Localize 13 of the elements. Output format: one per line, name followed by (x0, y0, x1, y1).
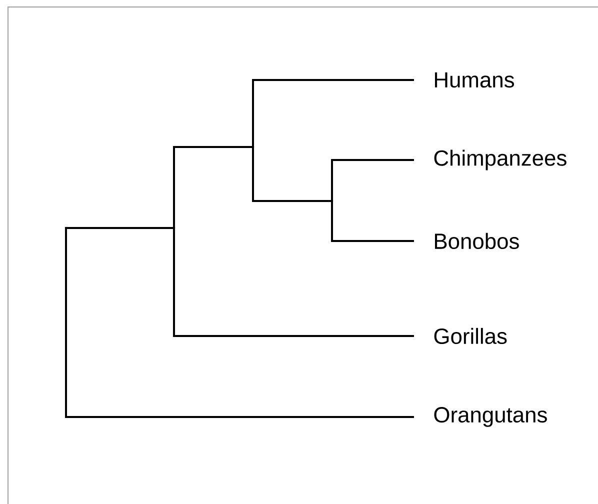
tree-branch (331, 158, 414, 202)
tree-branch (173, 226, 414, 337)
species-label: Humans (435, 72, 514, 88)
species-label: Orangutans (434, 407, 547, 427)
tree-branch (65, 226, 175, 229)
tree-branch (252, 146, 333, 202)
tree-branch (65, 226, 414, 418)
tree-branch (252, 78, 414, 148)
species-label: Chimpanzees (434, 150, 566, 170)
species-label: Bonobos (435, 232, 519, 250)
tree-branch (173, 146, 254, 229)
tree-branch (331, 200, 414, 242)
species-label: Gorillas (434, 328, 507, 344)
